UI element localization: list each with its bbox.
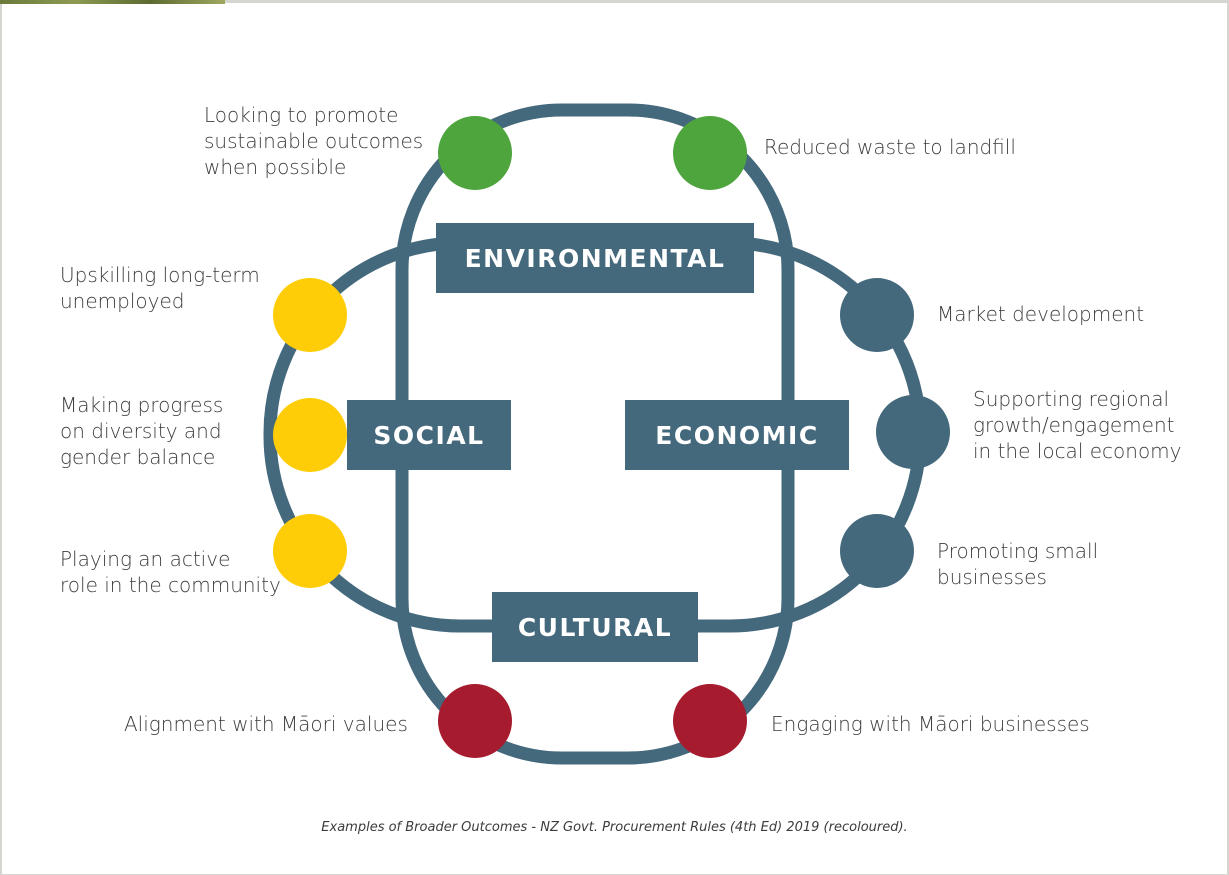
outcome-env-waste: Reduced waste to landfill [764,135,1016,159]
economic-label: ECONOMIC [655,421,818,450]
environmental-dot-1 [438,116,512,190]
outcome-econ-market: Market development [937,302,1145,326]
outcome-cult-businesses: Engaging with Māori businesses [771,712,1090,736]
header-photo-strip [0,0,225,4]
environmental-dot-2 [673,116,747,190]
cultural-box: CULTURAL [492,592,698,662]
outcome-econ-regional: Supporting regional growth/engagement in… [973,387,1182,463]
economic-dot-1 [840,278,914,352]
outcome-social-diversity: Making progress on diversity and gender … [60,393,224,469]
environmental-label: ENVIRONMENTAL [465,244,726,273]
economic-dot-3 [840,514,914,588]
social-dot-3 [273,514,347,588]
outcome-econ-small-business: Promoting small businesses [937,539,1099,589]
outcome-social-upskilling: Upskilling long-term unemployed [60,263,260,313]
outcome-cult-values: Alignment with Māori values [124,712,408,736]
cultural-label: CULTURAL [518,613,672,642]
cultural-dot-1 [438,684,512,758]
economic-dot-2 [876,395,950,469]
social-box: SOCIAL [347,400,511,470]
social-label: SOCIAL [373,421,484,450]
social-dot-1 [273,278,347,352]
outcome-env-sustainable: Looking to promote sustainable outcomes … [204,103,424,179]
environmental-box: ENVIRONMENTAL [436,223,754,293]
figure-caption: Examples of Broader Outcomes - NZ Govt. … [321,820,908,835]
outcome-social-community: Playing an active role in the community [60,547,281,597]
economic-box: ECONOMIC [625,400,849,470]
cultural-dot-2 [673,684,747,758]
social-dot-2 [273,398,347,472]
